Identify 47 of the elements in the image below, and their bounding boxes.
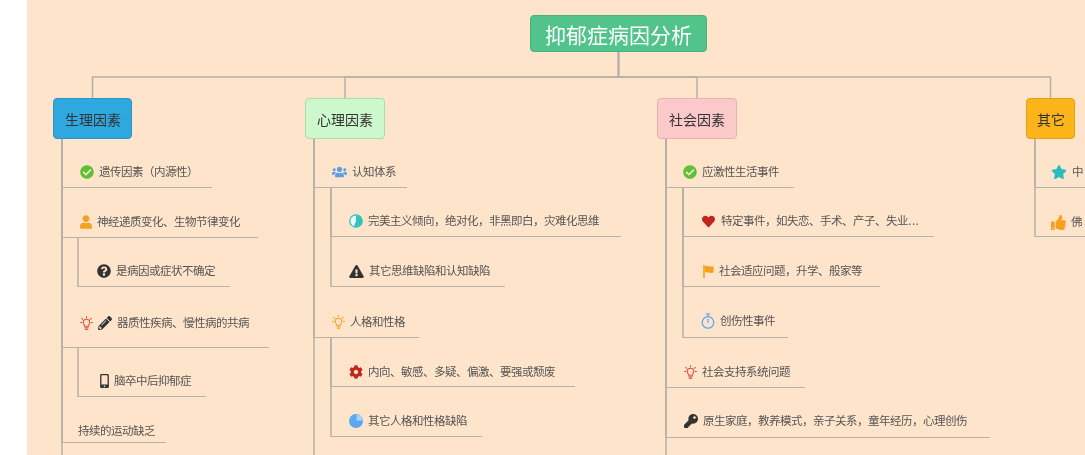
subtopic-item <box>78 261 230 287</box>
subtopic-text: 中 <box>1072 164 1083 181</box>
subtopic-text: 遗传因素（内源性） <box>99 164 198 181</box>
subtopic-text: 佛 <box>1071 214 1082 231</box>
subtopic-text: 内向、敏感、多疑、偏激、要强或颓废 <box>368 364 555 381</box>
connector-line <box>682 187 684 339</box>
subtopic-item <box>1035 162 1085 188</box>
subtopic-text: 认知体系 <box>352 164 396 181</box>
main-topic: 生理因素 <box>53 98 132 139</box>
connector-line <box>330 187 332 288</box>
subtopic-item <box>62 162 212 188</box>
connector-line <box>77 237 79 288</box>
subtopic-item <box>1035 212 1085 237</box>
subtopic-text: 器质性疾病、慢性病的共病 <box>117 315 249 332</box>
subtopic-text: 神经递质变化、生物节律变化 <box>97 214 240 231</box>
subtopic-text: 特定事件，如失恋、手术、产子、失业... <box>721 213 919 230</box>
subtopic-item <box>331 411 482 437</box>
main-topic: 社会因素 <box>657 98 737 139</box>
subtopic-item <box>331 211 621 237</box>
subtopic-item <box>331 362 575 387</box>
main-topic: 心理因素 <box>305 98 385 139</box>
subtopic-text: 持续的运动缺乏 <box>78 423 155 440</box>
subtopic-item <box>62 313 269 348</box>
main-topic: 其它 <box>1026 98 1075 139</box>
subtopic-item <box>666 411 990 438</box>
subtopic-text: 社会支持系统问题 <box>702 364 790 381</box>
subtopic-text: 社会适应问题，升学、般家等 <box>719 263 862 280</box>
subtopic-item <box>666 362 805 388</box>
subtopic-text: 原生家庭，教养模式，亲子关系，童年经历，心理创伤 <box>703 413 967 430</box>
subtopic-item <box>666 162 794 188</box>
subtopic-text: 脑卒中后抑郁症 <box>114 373 191 390</box>
connector-line <box>330 337 332 438</box>
subtopic-item <box>683 311 788 338</box>
subtopic-item <box>78 371 206 397</box>
subtopic-item <box>314 312 419 338</box>
subtopic-text: 是病因或症状不确定 <box>116 263 215 280</box>
subtopic-item <box>62 212 258 238</box>
subtopic-text: 其它思维缺陷和认知缺陷 <box>369 263 490 280</box>
subtopic-text: 创伤性事件 <box>720 313 775 330</box>
subtopic-text: 完美主义倾向，绝对化，非黑即白，灾难化思维 <box>368 213 599 230</box>
subtopic-text: 其它人格和性格缺陷 <box>368 413 467 430</box>
central-topic: 抑郁症病因分析 <box>530 15 707 52</box>
subtopic-text: 应激性生活事件 <box>702 164 779 181</box>
connector-line <box>1034 138 1036 238</box>
connector-line <box>617 51 1052 99</box>
subtopic-text: 人格和性格 <box>350 314 405 331</box>
connector-line <box>77 347 79 398</box>
